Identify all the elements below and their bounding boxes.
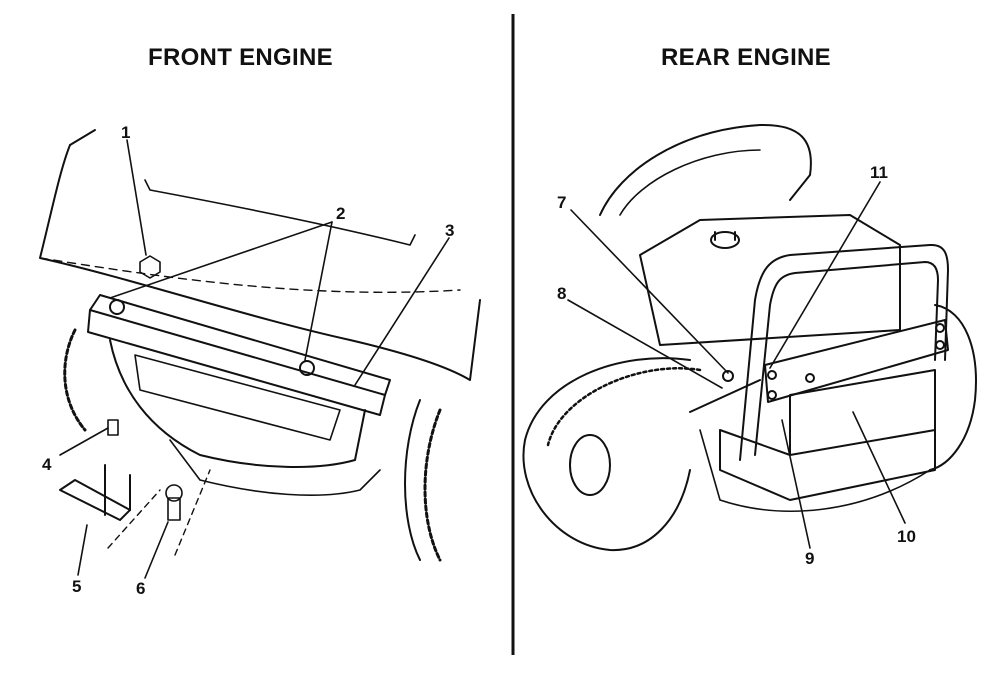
callout-6: 6: [136, 579, 145, 598]
rear-weight: [789, 369, 936, 456]
bolt-4: [107, 419, 119, 436]
hood-dash: [39, 257, 461, 293]
callout-8: 8: [557, 284, 566, 303]
rear-engine-illustration: [522, 123, 977, 552]
hood-top-line: [69, 129, 96, 146]
right-tire: [404, 399, 421, 561]
callout-1: 1: [121, 123, 130, 142]
callout-9: 9: [805, 549, 814, 568]
engine-block: [639, 214, 901, 346]
hood-bulge: [144, 179, 416, 246]
front-engine-title: FRONT ENGINE: [148, 44, 333, 71]
callout-7: 7: [557, 193, 566, 212]
callout-2: 2: [336, 204, 345, 223]
rear-frame-tube: [739, 243, 949, 461]
bolt-6: [167, 497, 181, 521]
front-bracket-top: [89, 294, 391, 396]
callout-5: 5: [72, 577, 81, 596]
front-engine-illustration: [39, 129, 481, 579]
nut-1: [139, 255, 161, 279]
callout-3: 3: [445, 221, 454, 240]
right-rear-tire: [929, 304, 977, 471]
left-rear-tire: [522, 357, 691, 552]
front-bracket-bar: [87, 309, 386, 416]
hood: [39, 144, 481, 381]
seat: [599, 123, 812, 216]
callout-11: 11: [870, 163, 888, 182]
rear-engine-title: REAR ENGINE: [661, 44, 831, 71]
callout-4: 4: [42, 455, 52, 474]
left-tire: [63, 328, 87, 432]
weight-bracket: [59, 479, 131, 521]
front-skirt-slot: [134, 354, 341, 441]
callout-10: 10: [897, 527, 916, 546]
front-deck: [169, 439, 381, 496]
rear-bracket-bar: [764, 319, 949, 403]
front-skirt: [109, 339, 366, 468]
